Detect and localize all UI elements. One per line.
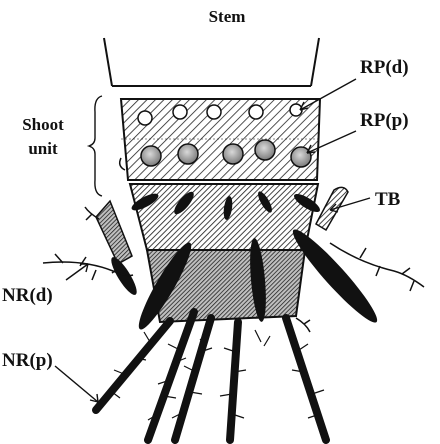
root-primordium-proximal	[223, 144, 243, 164]
label-tb: TB	[375, 189, 401, 210]
root-primordium-distal	[173, 105, 187, 119]
label-nr-p: NR(p)	[2, 350, 53, 371]
nodal-roots-proximal	[96, 312, 326, 440]
label-nr-d: NR(d)	[2, 285, 53, 306]
label-shoot-unit-line1: Shoot	[22, 115, 64, 134]
node-block	[130, 184, 318, 250]
root-primordium-distal	[207, 105, 221, 119]
shoot-unit-block	[120, 99, 320, 180]
label-rp-p: RP(p)	[360, 110, 409, 131]
label-stem: Stem	[209, 7, 246, 26]
root-primordium-distal	[138, 111, 152, 125]
stem	[104, 38, 319, 86]
root-primordium-proximal	[255, 140, 275, 160]
root-primordium-proximal	[178, 144, 198, 164]
root-primordium-proximal	[141, 146, 161, 166]
shoot-unit-bracket	[89, 96, 102, 196]
label-shoot-unit-line2: unit	[28, 139, 58, 158]
root-primordium-distal	[249, 105, 263, 119]
label-rp-d: RP(d)	[360, 57, 409, 78]
